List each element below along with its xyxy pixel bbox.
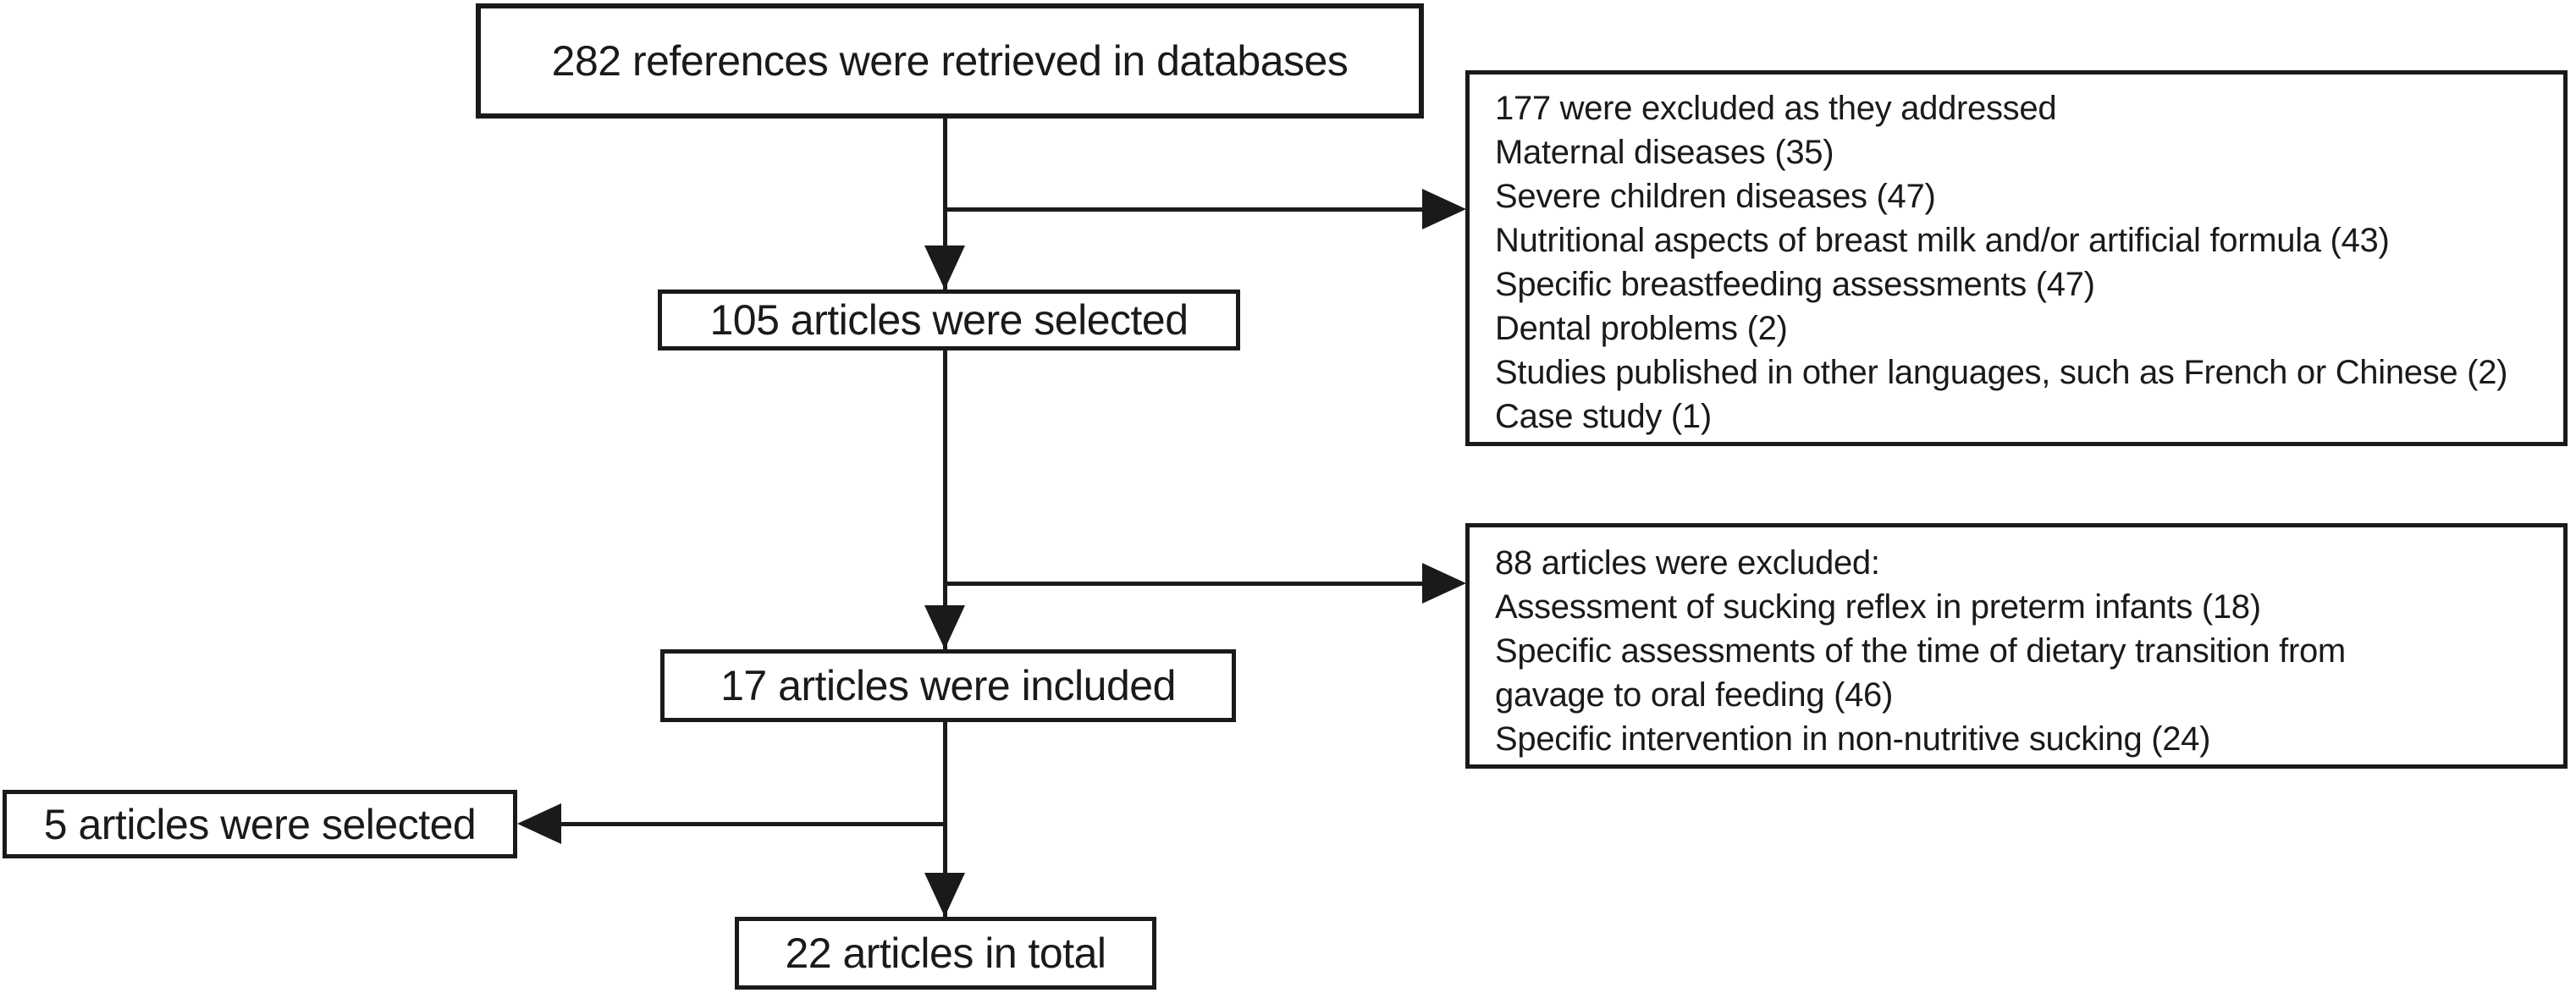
exclusion-reason: gavage to oral feeding (46) (1495, 676, 1894, 714)
node-excluded-88: 88 articles were excluded: Assessment of… (1465, 523, 2568, 769)
node-label: 22 articles in total (785, 930, 1106, 977)
arrowhead-down-icon (924, 605, 965, 649)
arrowhead-right-icon (1422, 189, 1466, 229)
node-articles-included-17: 17 articles were included (660, 649, 1236, 722)
arrowhead-down-icon (924, 245, 965, 290)
connector-line-vertical-1 (943, 119, 947, 290)
node-articles-selected-105: 105 articles were selected (658, 290, 1240, 350)
connector-line-branch-1 (945, 207, 1426, 212)
exclusion-reason: Dental problems (2) (1495, 310, 1788, 347)
arrowhead-left-icon (517, 803, 561, 844)
connector-line-vertical-3 (943, 722, 947, 917)
node-references-retrieved: 282 references were retrieved in databas… (476, 3, 1424, 119)
node-label: 5 articles were selected (43, 800, 477, 848)
connector-line-branch-2 (945, 582, 1426, 586)
exclusion-reason: Assessment of sucking reflex in preterm … (1495, 588, 2261, 626)
node-label: 282 references were retrieved in databas… (551, 37, 1349, 85)
exclusion-reason: Specific intervention in non-nutritive s… (1495, 720, 2211, 758)
connector-line-branch-3 (559, 822, 947, 826)
node-articles-total-22: 22 articles in total (735, 917, 1156, 990)
exclusion-reason: Nutritional aspects of breast milk and/o… (1495, 222, 2390, 259)
exclusion-reason: Specific breastfeeding assessments (47) (1495, 266, 2095, 303)
arrowhead-down-icon (924, 873, 965, 917)
exclusion-reason: Severe children diseases (47) (1495, 178, 1936, 215)
node-articles-selected-5: 5 articles were selected (3, 790, 517, 858)
node-excluded-177: 177 were excluded as they addressed Mate… (1465, 70, 2568, 446)
node-label: 105 articles were selected (709, 296, 1189, 344)
node-label: 17 articles were included (720, 662, 1176, 709)
arrowhead-right-icon (1422, 563, 1466, 604)
exclusion-reason: 88 articles were excluded: (1495, 544, 1880, 582)
exclusion-reason: 177 were excluded as they addressed (1495, 90, 2057, 127)
exclusion-reason: Maternal diseases (35) (1495, 134, 1834, 171)
connector-line-vertical-2 (943, 350, 947, 649)
exclusion-reason: Studies published in other languages, su… (1495, 354, 2508, 391)
exclusion-reason: Case study (1) (1495, 398, 1712, 435)
exclusion-reason: Specific assessments of the time of diet… (1495, 632, 2346, 670)
